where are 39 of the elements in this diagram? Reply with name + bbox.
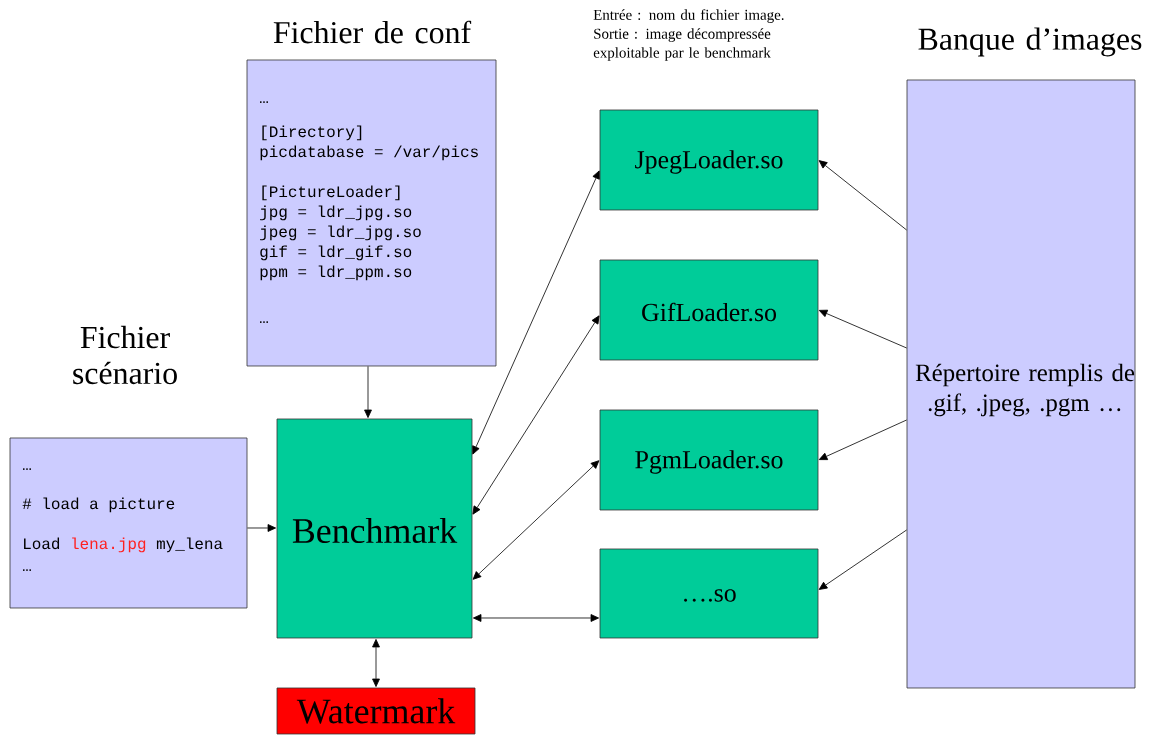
arrow	[818, 160, 907, 231]
arrow	[472, 315, 600, 515]
node-label: ppm = ldr_ppm.so	[260, 265, 412, 281]
arrow	[472, 460, 600, 580]
node-label: jpg = ldr_jpg.so	[260, 205, 412, 221]
node-label: jpeg = ldr_jpg.so	[260, 225, 421, 241]
box-title: Banque d’images	[918, 27, 1142, 57]
module-box: Watermark	[276, 687, 476, 735]
node-label: [Directory]	[262, 125, 362, 141]
node-label: picdatabase = /var/pics	[260, 145, 478, 161]
arrow	[364, 366, 372, 418]
code-box: … # load a picture Load lena.jpg my_lena …	[9, 437, 248, 609]
module-box: GifLoader.so	[599, 259, 819, 361]
node-label: …	[260, 101, 268, 103]
arrow	[372, 639, 380, 687]
arrow	[818, 529, 907, 590]
box-title: Fichier de conf	[273, 20, 472, 44]
module-box: JpegLoader.so	[599, 109, 819, 211]
node-label: # load a picture	[22, 497, 175, 513]
arrow	[818, 419, 907, 460]
node-label: lena.jpg	[72, 537, 146, 553]
arrow	[473, 614, 599, 622]
node-label: …	[260, 321, 268, 323]
module-box: PgmLoader.so	[599, 409, 819, 511]
node-label: …	[23, 569, 31, 571]
folder-box: Répertoire remplis de .gif, .jpeg, .pgm …	[906, 79, 1136, 689]
box-title: Fichier scénario	[73, 325, 177, 385]
node-label: my_lena	[156, 537, 223, 553]
node-label: Load	[24, 537, 60, 550]
node-label: …	[23, 468, 31, 470]
arrow	[818, 309, 907, 349]
arrow	[247, 524, 276, 532]
code-box: … [Directory] picdatabase = /var/pics [PictureLoader] jpg = ldr_jpg.so jpeg = ldr_jpg.so gif = ldr_gif.so ppm = ldr_ppm.so …	[246, 59, 497, 367]
arrow	[472, 170, 600, 455]
node-label: gif = ldr_gif.so	[260, 245, 412, 261]
node-label: [PictureLoader]	[262, 185, 400, 201]
module-box: ….so	[599, 548, 819, 639]
note: Entrée : nom du fichier image. Sortie : image décompressée exploitable par le benchmark	[593, 9, 784, 61]
module-box: Benchmark	[276, 418, 473, 639]
